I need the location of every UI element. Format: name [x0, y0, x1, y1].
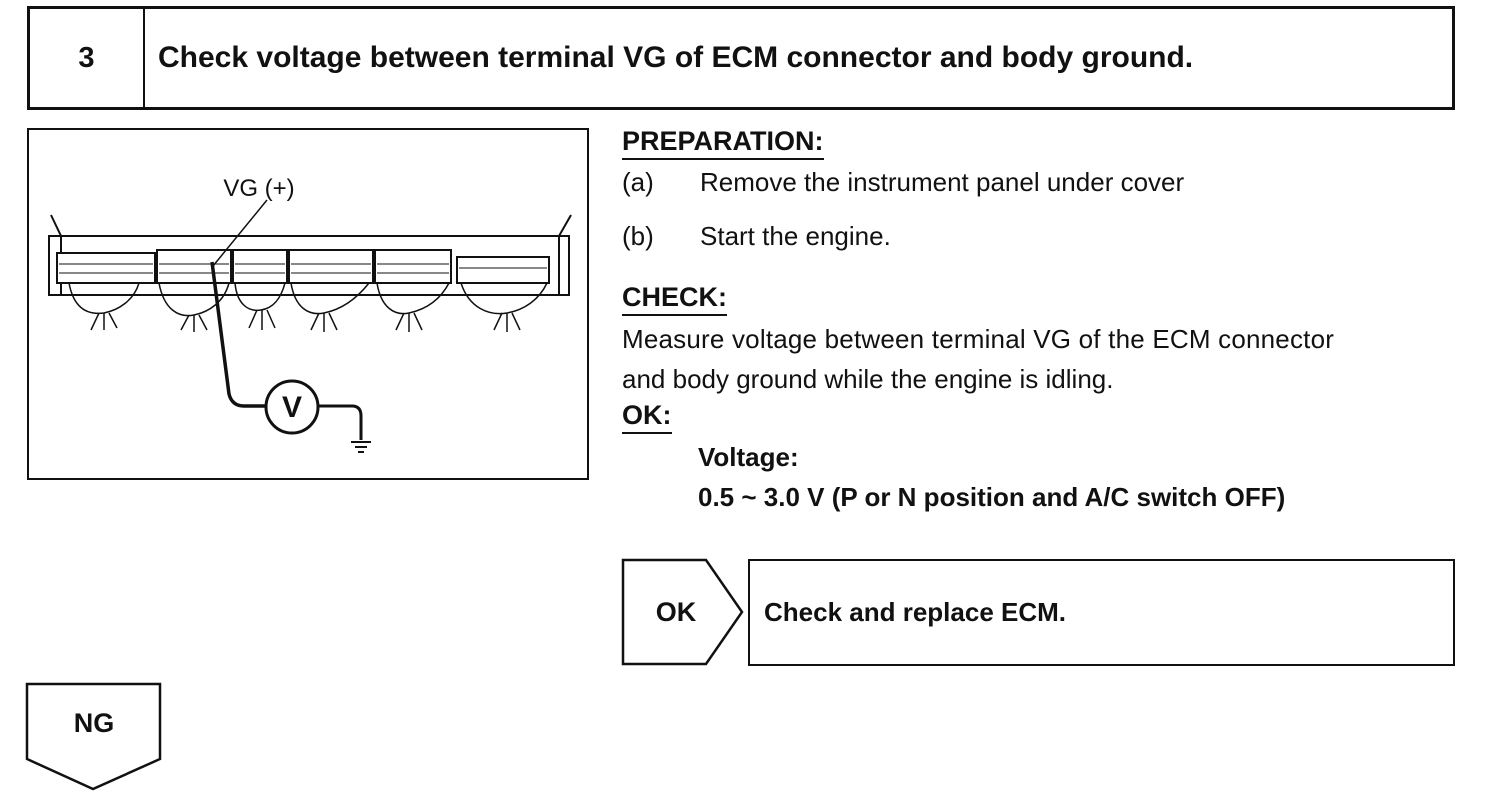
preparation-step-a-marker: (a) [622, 167, 654, 197]
step-header: 3 Check voltage between terminal VG of E… [27, 6, 1455, 110]
preparation-step-b-text: Start the engine. [700, 221, 891, 251]
ok-spec-value: 0.5 ~ 3.0 V (P or N position and A/C swi… [698, 482, 1286, 512]
preparation-step-a-text: Remove the instrument panel under cover [700, 167, 1185, 197]
ok-result-text: Check and replace ECM. [764, 597, 1066, 627]
ok-spec-label: Voltage: [698, 442, 799, 472]
preparation-heading: PREPARATION: [622, 126, 824, 160]
ecm-connector-diagram: V VG (+) [48, 175, 572, 453]
ng-branch-arrow: NG [24, 681, 164, 793]
check-heading: CHECK: [622, 282, 727, 316]
ok-spec-heading: OK: [622, 400, 672, 434]
ecm-connector-illustration: V VG (+) [27, 128, 589, 480]
check-line-1: Measure voltage between terminal VG of t… [622, 324, 1335, 354]
ok-result-box: Check and replace ECM. [748, 559, 1455, 666]
voltmeter-symbol: V [282, 391, 302, 424]
connector-group [56, 249, 550, 284]
ng-branch-label: NG [73, 707, 115, 738]
step-title: Check voltage between terminal VG of ECM… [158, 41, 1194, 74]
step-number: 3 [30, 9, 145, 107]
preparation-step-b-marker: (b) [622, 221, 654, 251]
ground-icon [351, 441, 371, 453]
ok-branch-arrow: OK [620, 557, 746, 667]
ok-branch-label: OK [655, 596, 697, 627]
check-line-2: and body ground while the engine is idli… [622, 364, 1114, 394]
vg-terminal-label: VG (+) [223, 175, 294, 202]
